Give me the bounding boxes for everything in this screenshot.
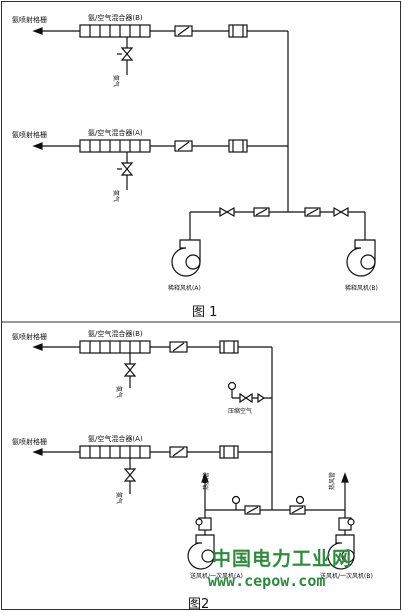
figure-2-caption: 图2 (188, 597, 210, 612)
fig1-bottom-ammonia-valve (120, 162, 134, 170)
fig2-fan-a-label: 送风机/一次风机(A) (190, 572, 243, 580)
fig1-ammonia-top-label: 氨气 (112, 75, 120, 87)
fig1-fan-b-label: 稀释风机(B) (345, 284, 378, 292)
fig2-duct-left-label: 热风管 (202, 472, 210, 490)
fig2-top-flow-meter (219, 340, 239, 354)
figure-2 (32, 340, 355, 570)
fig1-ammonia-bottom-label: 氨气 (112, 190, 120, 202)
fig1-outlet-bottom-label: 氨喷射格栅 (12, 130, 47, 139)
fig1-top-ammonia-valve (120, 47, 134, 55)
fig2-top-mixer (79, 340, 151, 354)
fig1-mixer-bottom-label: 氨/空气混合器(A) (88, 128, 143, 137)
fig1-bottom-outlet-arrow (32, 142, 43, 150)
fig2-top-outlet-arrow (32, 343, 43, 351)
fig2-fan-b (327, 534, 355, 570)
fig2-fan-a (187, 534, 215, 570)
fig1-bottom-flow-meter (228, 139, 248, 153)
fig1-top-outlet-arrow (32, 27, 43, 35)
fig2-outlet-top-label: 氨喷射格栅 (12, 332, 47, 341)
fig2-ammonia-bottom-label: 氨气 (115, 492, 123, 504)
fig2-duct-right-label: 热风管 (328, 472, 336, 490)
fig1-fan-a (171, 239, 201, 277)
fig2-ammonia-top-label: 氨气 (115, 386, 123, 398)
fig2-compressed-air-label: 压缩空气 (228, 407, 252, 415)
fig1-top-flow-meter (228, 24, 248, 38)
watermark-chinese: 中国电力工业网 (212, 548, 353, 570)
fig2-mixer-bottom-label: 氨/空气混合器(A) (88, 434, 143, 443)
fig2-bottom-flow-meter (219, 445, 239, 459)
watermark-url: www.cepow.com (208, 572, 326, 590)
fig1-fan-a-label: 稀释风机(A) (168, 284, 201, 292)
fig2-top-ammonia-valve (123, 363, 137, 371)
fig1-left-valve (219, 206, 229, 218)
fig2-bottom-ammonia-valve (123, 468, 137, 476)
figure-1-caption: 图 1 (192, 305, 218, 320)
fig1-top-mixer (79, 24, 151, 38)
fig2-fan-b-label: 送风机/一次风机(B) (320, 572, 373, 580)
fig1-right-valve (333, 206, 343, 218)
fig2-bottom-mixer (79, 445, 151, 459)
figure-1 (32, 24, 376, 277)
fig2-air-gauge (227, 381, 237, 391)
fig2-bottom-outlet-arrow (32, 448, 43, 456)
fig1-fan-b (346, 239, 376, 277)
fig1-mixer-top-label: 氨/空气混合器(B) (88, 13, 143, 22)
fig2-mixer-top-label: 氨/空气混合器(B) (88, 329, 143, 338)
fig2-outlet-bottom-label: 氨喷射格栅 (12, 437, 47, 446)
fig1-outlet-top-label: 氨喷射格栅 (12, 15, 47, 24)
fig1-bottom-mixer (79, 139, 151, 153)
